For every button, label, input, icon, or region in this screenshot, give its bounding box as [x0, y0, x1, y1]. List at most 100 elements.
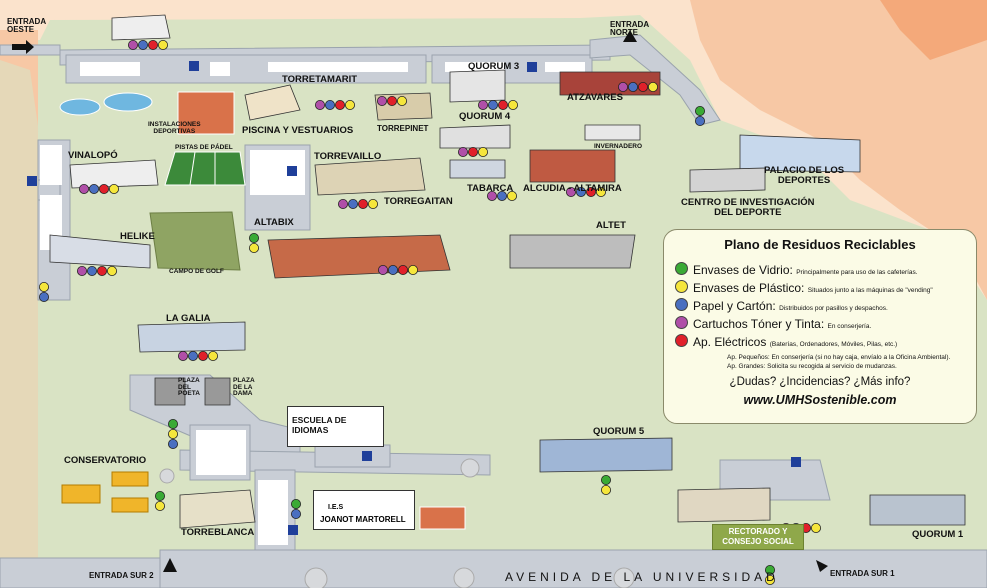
recycling-dot-0-3 — [157, 40, 168, 51]
recycling-dot-17-0 — [601, 474, 612, 485]
recycling-dot-16-1 — [167, 428, 178, 439]
legend-item-plastic: Envases de Plástico: Situados junto a la… — [675, 280, 933, 295]
recycling-dot-5-2 — [99, 183, 110, 194]
recycling-dot-19-1 — [154, 500, 165, 511]
recycling-dot-3-1 — [628, 82, 639, 93]
torrepinet-label: TORREPINET — [377, 124, 429, 133]
recycling-dot-3-0 — [618, 82, 629, 93]
recycling-dot-5-1 — [89, 183, 100, 194]
recycling-dot-11-1 — [387, 264, 398, 275]
recycling-dot-12-3 — [207, 350, 218, 361]
recycling-legend: Plano de Residuos Reciclables Envases de… — [663, 229, 977, 424]
building-shapes — [49, 14, 966, 529]
green-dot-icon — [675, 262, 688, 275]
padel-courts — [164, 151, 246, 186]
recycling-dot-19-0 — [154, 490, 165, 501]
recycling-dot-5-0 — [79, 183, 90, 194]
entrance-arrows — [12, 30, 828, 572]
pool-2 — [103, 92, 153, 112]
recycling-dot-11-2 — [397, 264, 408, 275]
recycling-dot-15-1 — [248, 242, 259, 253]
legend-url[interactable]: www.UMHSostenible.com — [743, 393, 897, 407]
recycling-dot-4-2 — [396, 96, 407, 107]
quorum4-label: QUORUM 4 — [459, 111, 511, 122]
recycling-dot-16-2 — [167, 438, 178, 449]
legend-item-electric: Ap. Eléctricos (Baterías, Ordenadores, M… — [675, 334, 897, 349]
recycling-dot-10-0 — [77, 265, 88, 276]
recycling-dot-5-3 — [109, 183, 120, 194]
recycling-dot-2-0 — [477, 100, 488, 111]
recycling-dot-3-2 — [638, 82, 649, 93]
parking-markers — [27, 61, 801, 535]
recycling-dot-14-1 — [39, 291, 50, 302]
recycling-dot-17-1 — [601, 484, 612, 495]
torretamarit-label: TORRETAMARIT — [282, 74, 358, 85]
altet-label: ALTET — [596, 220, 626, 231]
campo-golf-label: CAMPO DE GOLF — [169, 268, 224, 275]
recycling-dot-18-1 — [290, 508, 301, 519]
recycling-dot-8-2 — [586, 186, 597, 197]
recycling-dot-8-0 — [566, 186, 577, 197]
recycling-dot-18-0 — [290, 498, 301, 509]
recycling-dot-7-1 — [467, 146, 478, 157]
helike-label: HELIKE — [120, 231, 155, 242]
recycling-dot-15-0 — [248, 232, 259, 243]
recycling-dot-6-3 — [367, 198, 378, 209]
recycling-dot-8-1 — [576, 186, 587, 197]
recycling-dot-6-2 — [357, 198, 368, 209]
atzavares-label: ATZAVARES — [567, 92, 623, 103]
recycling-dot-11-0 — [377, 264, 388, 275]
recycling-dot-20-1 — [695, 116, 706, 127]
recycling-dot-11-3 — [407, 264, 418, 275]
entrance-south2-label: ENTRADA SUR 2 — [89, 571, 154, 580]
recycling-dot-12-2 — [197, 350, 208, 361]
entrance-south1-label: ENTRADA SUR 1 — [830, 569, 895, 578]
yellow-dot-icon — [675, 280, 688, 293]
recycling-dot-21-1 — [765, 575, 776, 586]
entrance-west-label: ENTRADA OESTE — [7, 17, 47, 34]
conservatorio-label: CONSERVATORIO — [64, 455, 147, 466]
legend-question: ¿Dudas? ¿Incidencias? ¿Más info? — [729, 376, 911, 388]
recycling-point-markers — [39, 40, 822, 586]
recycling-dot-4-0 — [376, 96, 387, 107]
recycling-dot-1-0 — [314, 100, 325, 111]
parking-bays — [40, 62, 585, 545]
torrevaillo-label: TORREVAILLO — [314, 151, 382, 162]
tabarca-label: TABARCA — [467, 183, 514, 194]
red-dot-icon — [675, 334, 688, 347]
plaza-dama-label: PLAZA DE LA DAMA — [233, 377, 255, 397]
recycling-dot-0-1 — [137, 40, 148, 51]
recycling-dot-12-1 — [187, 350, 198, 361]
blue-dot-icon — [675, 298, 688, 311]
torreblanca-label: TORREBLANCA — [181, 527, 255, 538]
recycling-dot-10-2 — [97, 265, 108, 276]
recycling-dot-2-1 — [487, 100, 498, 111]
legend-item-toner: Cartuchos Tóner y Tinta: En conserjería. — [675, 316, 871, 331]
legend-item-paper: Papel y Cartón: Distribuidos por pasillo… — [675, 298, 888, 313]
instalaciones-label: INSTALACIONES DEPORTIVAS — [148, 121, 201, 135]
west-strip — [0, 60, 40, 560]
golf-course — [149, 211, 241, 271]
avenue-label: AVENIDA DE LA UNIVERSIDAD — [505, 570, 779, 584]
recycling-dot-1-1 — [324, 100, 335, 111]
alcudia-altamira-label: ALCUDIA - ALTAMIRA — [523, 183, 622, 194]
recycling-dot-0-2 — [147, 40, 158, 51]
recycling-dot-10-3 — [107, 265, 118, 276]
quorum3-label: QUORUM 3 — [468, 61, 520, 72]
recycling-dot-13-3 — [811, 523, 822, 534]
piscina-label: PISCINA Y VESTUARIOS — [242, 125, 354, 136]
recycling-dot-14-0 — [39, 281, 50, 292]
entrance-north-label: ENTRADA NORTE — [610, 20, 650, 37]
recycling-dot-2-2 — [497, 100, 508, 111]
recycling-dot-9-2 — [506, 190, 517, 201]
recycling-dot-6-0 — [337, 198, 348, 209]
legend-small-note-1: Ap. Pequeños: En conserjería (si no hay … — [727, 354, 951, 361]
palacio-deportes-label: PALACIO DE LOS DEPORTES — [764, 165, 845, 186]
vinalopo-label: VINALOPÓ — [68, 150, 118, 161]
recycling-dot-12-0 — [177, 350, 188, 361]
recycling-dot-16-0 — [167, 418, 178, 429]
quorum1-label: QUORUM 1 — [912, 529, 964, 540]
recycling-dot-0-0 — [127, 40, 138, 51]
